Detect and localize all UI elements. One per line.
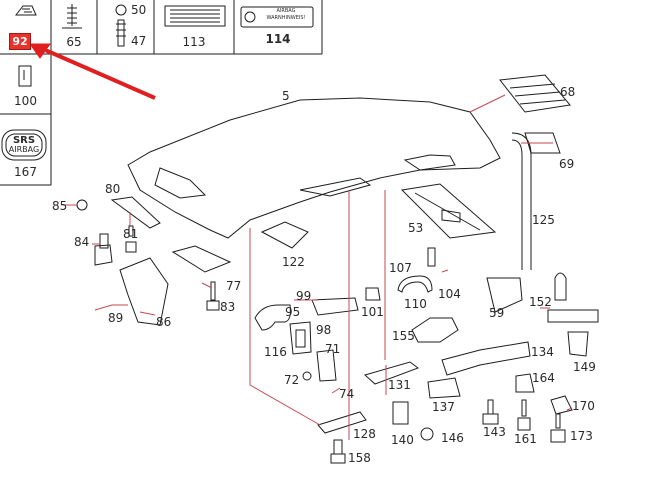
callout-89[interactable]: 89 [108, 311, 124, 325]
callout-116[interactable]: 116 [264, 345, 287, 359]
leader-lines [62, 94, 573, 440]
callout-72[interactable]: 72 [284, 373, 300, 387]
callout-128[interactable]: 128 [353, 427, 376, 441]
callout-71[interactable]: 71 [325, 342, 341, 356]
legend-cell-114[interactable]: AIRBAG WARNHINWEIS! 114 [234, 0, 322, 54]
callout-101[interactable]: 101 [361, 305, 384, 319]
callout-137[interactable]: 137 [432, 400, 455, 414]
legend-cell-113[interactable]: 113 [154, 0, 234, 54]
callout-5[interactable]: 5 [282, 89, 290, 103]
annotation-arrow [29, 43, 156, 100]
callout-155[interactable]: 155 [392, 329, 415, 343]
screw-icon-47 [116, 19, 126, 47]
callout-134[interactable]: 134 [531, 345, 554, 359]
callout-122[interactable]: 122 [282, 255, 305, 269]
clip-icon-100 [18, 65, 32, 87]
callout-110[interactable]: 110 [404, 297, 427, 311]
selected-part-label[interactable]: 92 [9, 33, 31, 50]
callout-69[interactable]: 69 [559, 157, 575, 171]
legend-cell-92[interactable]: 92 [0, 0, 51, 54]
callout-107[interactable]: 107 [389, 261, 412, 275]
callout-83[interactable]: 83 [220, 300, 236, 314]
callout-80[interactable]: 80 [105, 182, 121, 196]
legend-cell-167[interactable]: SRS AIRBAG 167 [0, 114, 51, 185]
callout-84[interactable]: 84 [74, 235, 90, 249]
srs-airbag-label: SRS AIRBAG [8, 135, 40, 155]
callout-85[interactable]: 85 [52, 199, 68, 213]
legend-cell-100[interactable]: 100 [0, 54, 51, 114]
callout-98[interactable]: 98 [316, 323, 332, 337]
callout-53[interactable]: 53 [408, 221, 424, 235]
callout-161[interactable]: 161 [514, 432, 537, 446]
callout-99[interactable]: 99 [296, 289, 312, 303]
callout-59[interactable]: 59 [489, 306, 505, 320]
callout-125[interactable]: 125 [532, 213, 555, 227]
legend-label-47: 47 [131, 34, 147, 48]
callout-158[interactable]: 158 [348, 451, 371, 465]
callout-81[interactable]: 81 [123, 227, 139, 241]
callout-104[interactable]: 104 [438, 287, 461, 301]
rod-152 [547, 309, 599, 323]
callout-173[interactable]: 173 [570, 429, 593, 443]
callout-95[interactable]: 95 [285, 305, 301, 319]
legend-label-100: 100 [14, 94, 37, 108]
callout-86[interactable]: 86 [156, 315, 172, 329]
nut-icon-50 [115, 4, 127, 16]
legend-label-65: 65 [66, 35, 82, 49]
airbag-warning-label: AIRBAG WARNHINWEIS! [266, 8, 306, 21]
callout-143[interactable]: 143 [483, 425, 506, 439]
legend-label-113: 113 [182, 35, 206, 49]
callout-146[interactable]: 146 [441, 431, 464, 445]
legend-label-114: 114 [265, 32, 291, 46]
legend-label-50: 50 [131, 3, 147, 17]
callout-131[interactable]: 131 [388, 378, 411, 392]
callout-140[interactable]: 140 [391, 433, 414, 447]
headliner-outline [127, 97, 501, 239]
callout-164[interactable]: 164 [532, 371, 555, 385]
screw-icon-65 [62, 4, 82, 29]
legend-cell-65[interactable]: 65 [51, 0, 97, 54]
clip-icon-92 [14, 5, 37, 16]
legend-label-167: 167 [14, 165, 37, 179]
callout-170[interactable]: 170 [572, 399, 595, 413]
callout-152[interactable]: 152 [529, 295, 552, 309]
callout-77[interactable]: 77 [226, 279, 242, 293]
callout-74[interactable]: 74 [339, 387, 355, 401]
callout-68[interactable]: 68 [560, 85, 576, 99]
callout-149[interactable]: 149 [573, 360, 596, 374]
